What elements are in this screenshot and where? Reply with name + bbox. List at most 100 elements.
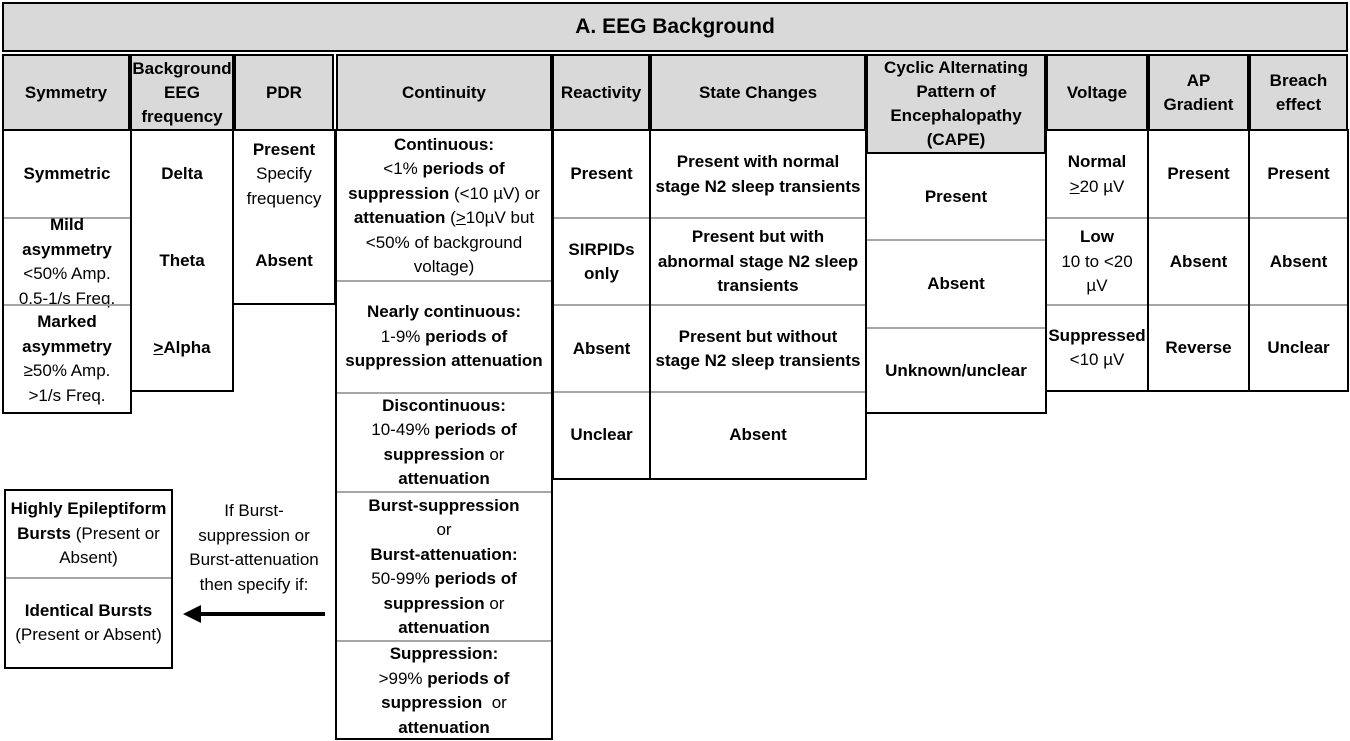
reactivity-sirpids-label: SIRPIDs bbox=[568, 239, 635, 259]
pdr-absent: Absent bbox=[234, 218, 334, 305]
row-divider bbox=[1149, 304, 1248, 306]
reactivity-absent-label: Absent bbox=[572, 338, 631, 358]
row-divider bbox=[1149, 217, 1248, 219]
continuity-suppression: Suppression: >99% periods of suppression… bbox=[337, 642, 551, 740]
note-line: If Burst- bbox=[224, 501, 284, 520]
bg-alpha-prefix: > bbox=[153, 338, 164, 358]
cape-absent-label: Absent bbox=[927, 274, 985, 294]
pdr-present: Present Specify frequency bbox=[234, 131, 334, 218]
header-pdr-label: PDR bbox=[266, 82, 302, 102]
state-without-line: Present but without bbox=[678, 326, 838, 346]
continuity-discontinuous-title: Discontinuous: bbox=[382, 395, 506, 415]
continuity-discontinuous: Discontinuous: 10-49% periods of suppres… bbox=[337, 394, 551, 491]
cape-present: Present bbox=[867, 154, 1045, 240]
header-ap-line: AP bbox=[1186, 70, 1211, 90]
header-breach-line: effect bbox=[1275, 94, 1322, 114]
bg-alpha: >Alpha bbox=[132, 305, 232, 392]
state-without-line: stage N2 sleep transients bbox=[655, 351, 861, 370]
continuity-text: 10-49% bbox=[371, 420, 435, 439]
header-breach-effect: Breach effect bbox=[1249, 54, 1348, 131]
voltage-low-detail: 10 to <20 bbox=[1061, 251, 1133, 271]
voltage-normal-title: Normal bbox=[1067, 152, 1127, 171]
bg-alpha-label: Alpha bbox=[163, 338, 211, 358]
bursts-text: Absent) bbox=[59, 548, 118, 568]
ap-absent: Absent bbox=[1149, 219, 1248, 305]
continuity-text: periods of bbox=[425, 326, 508, 346]
header-symmetry-label: Symmetry bbox=[24, 82, 108, 102]
breach-column: Present Absent Unclear bbox=[1248, 129, 1349, 392]
header-cape-line: Pattern of bbox=[916, 82, 996, 101]
row-divider bbox=[651, 217, 865, 219]
continuity-burst: Burst-suppression or Burst-attenuation: … bbox=[337, 493, 551, 641]
continuity-text: voltage) bbox=[413, 257, 475, 276]
pdr-absent-label: Absent bbox=[255, 251, 313, 271]
note-line: Burst-attenuation bbox=[189, 550, 319, 569]
cape-present-label: Present bbox=[924, 186, 988, 206]
reactivity-present-label: Present bbox=[570, 164, 633, 184]
ap-gradient-column: Present Absent Reverse bbox=[1147, 129, 1250, 392]
reactivity-absent: Absent bbox=[554, 306, 649, 392]
state-present-abnormal: Present but with abnormal stage N2 sleep… bbox=[651, 219, 865, 305]
state-normal-line: stage N2 sleep transients bbox=[655, 176, 861, 196]
breach-present: Present bbox=[1250, 131, 1347, 218]
continuity-text: ( bbox=[445, 208, 456, 227]
bg-delta: Delta bbox=[132, 131, 232, 218]
pdr-present-detail: frequency bbox=[246, 188, 322, 208]
continuity-text: or bbox=[484, 444, 505, 464]
row-divider bbox=[4, 304, 130, 306]
arrow-left-icon bbox=[200, 612, 325, 616]
header-ap-line: Gradient bbox=[1163, 94, 1234, 114]
continuity-column: Continuous: <1% periods of suppression (… bbox=[335, 129, 553, 740]
row-divider bbox=[867, 239, 1045, 241]
ap-absent-label: Absent bbox=[1169, 251, 1228, 271]
header-voltage: Voltage bbox=[1046, 54, 1148, 131]
row-divider bbox=[337, 491, 551, 493]
symmetry-marked: Marked asymmetry ≥50% Amp. >1/s Freq. bbox=[4, 306, 130, 412]
breach-present-label: Present bbox=[1267, 164, 1330, 184]
header-reactivity-label: Reactivity bbox=[560, 82, 642, 102]
symmetry-marked-title: Marked bbox=[37, 312, 97, 331]
continuity-text: 50-99% bbox=[371, 569, 435, 588]
continuity-text: or bbox=[484, 593, 505, 613]
state-abnormal-line: Present but with bbox=[691, 227, 825, 247]
pdr-present-label: Present bbox=[252, 139, 316, 159]
state-abnormal-line: abnormal stage N2 sleep bbox=[657, 251, 859, 271]
ap-reverse: Reverse bbox=[1149, 306, 1248, 390]
continuity-text: (<10 µV) or bbox=[449, 183, 540, 203]
continuity-text: <50% of background bbox=[365, 232, 523, 252]
header-cape-line: Cyclic Alternating bbox=[884, 58, 1028, 77]
bursts-identical-title: Identical Bursts bbox=[24, 600, 153, 620]
cape-unknown: Unknown/unclear bbox=[867, 329, 1045, 413]
row-divider bbox=[651, 391, 865, 393]
ap-reverse-label: Reverse bbox=[1165, 337, 1232, 357]
symmetry-mild-detail: 0.5-1/s Freq. bbox=[18, 288, 116, 308]
breach-unclear: Unclear bbox=[1250, 306, 1347, 390]
continuity-text: suppression attenuation bbox=[345, 351, 543, 371]
burst-note: If Burst- suppression or Burst-attenuati… bbox=[176, 499, 332, 597]
row-divider bbox=[337, 392, 551, 394]
symmetry-mild-title: asymmetry bbox=[22, 239, 112, 259]
continuity-text: suppression bbox=[383, 444, 485, 464]
symmetry-symmetric: Symmetric bbox=[4, 131, 130, 218]
header-state-changes: State Changes bbox=[650, 54, 866, 131]
cape-absent: Absent bbox=[867, 241, 1045, 328]
row-divider bbox=[337, 280, 551, 282]
header-cape-line: Encephalopathy bbox=[890, 106, 1022, 125]
continuity-text: attenuation bbox=[398, 469, 490, 488]
state-present-normal: Present with normal stage N2 sleep trans… bbox=[651, 131, 865, 218]
cape-column: Present Absent Unknown/unclear bbox=[865, 152, 1047, 414]
bursts-box: Highly Epileptiform Bursts (Present or A… bbox=[4, 489, 173, 669]
row-divider bbox=[867, 327, 1045, 329]
header-breach-line: Breach bbox=[1269, 70, 1328, 90]
continuity-text: or bbox=[482, 693, 507, 712]
continuity-text: 1-9% bbox=[380, 326, 426, 346]
continuity-nearly-title: Nearly continuous: bbox=[367, 302, 521, 322]
continuity-text: attenuation bbox=[398, 618, 490, 637]
voltage-normal: Normal >20 µV bbox=[1047, 131, 1147, 218]
voltage-low-detail: µV bbox=[1086, 276, 1108, 296]
row-divider bbox=[4, 217, 130, 219]
symmetry-marked-detail: ≥50% Amp. bbox=[23, 361, 111, 380]
reactivity-column: Present SIRPIDs only Absent Unclear bbox=[552, 129, 651, 480]
ap-present: Present bbox=[1149, 131, 1248, 218]
